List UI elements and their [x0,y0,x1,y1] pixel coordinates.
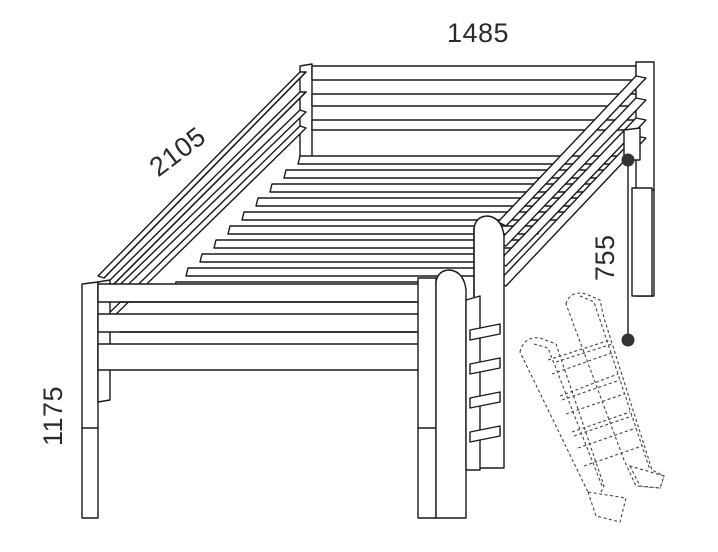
rear-guard-rail [97,63,313,325]
alternate-ladder-dashed [519,292,665,523]
ladder-rungs [469,323,501,443]
height-dimension-label: 1175 [38,385,68,446]
width-dimension-label: 1485 [447,18,510,48]
front-right-post [417,269,467,519]
foot-end-rails [97,283,421,371]
rear-leg [631,187,653,297]
clearance-marker [621,153,635,347]
clearance-dimension-label: 755 [590,234,620,281]
front-guard-rail [497,75,647,287]
